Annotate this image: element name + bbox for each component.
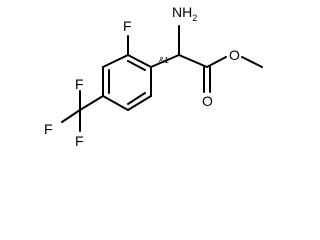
- ring-bond-c4-c5: [102, 95, 129, 111]
- atom-nh2: NH2: [172, 4, 197, 23]
- atom-o-carbonyl: O: [202, 93, 213, 109]
- ring-double-bond-c1-c2: [127, 60, 146, 71]
- molecule-diagram: F F F F NH2 &1 O O: [44, 4, 263, 149]
- bond-cf3-f-left: [61, 109, 81, 123]
- ring-bond-c5-c6: [127, 95, 152, 111]
- atom-o-ester: O: [229, 47, 240, 63]
- atom-f-ring: F: [123, 18, 132, 34]
- bond-c4-cf3: [79, 95, 104, 111]
- atom-f-cf3-top: F: [75, 76, 84, 92]
- atom-f-cf3-left: F: [44, 121, 53, 137]
- ring-bond-c2-c3: [102, 54, 129, 68]
- ring-bond-c1-c2: [127, 54, 152, 68]
- bond-ccarbonyl-o-ester: [206, 56, 227, 68]
- atom-f-cf3-bottom: F: [75, 133, 84, 149]
- structure-canvas: F F F F NH2 &1 O O: [44, 4, 263, 149]
- bond-calpha-ccarbonyl: [178, 54, 208, 68]
- bond-c1-calpha: [150, 54, 180, 68]
- stereo-label: &1: [159, 56, 169, 65]
- bond-o-methyl: [241, 56, 263, 68]
- ring-double-bond-c5-c6: [127, 92, 146, 105]
